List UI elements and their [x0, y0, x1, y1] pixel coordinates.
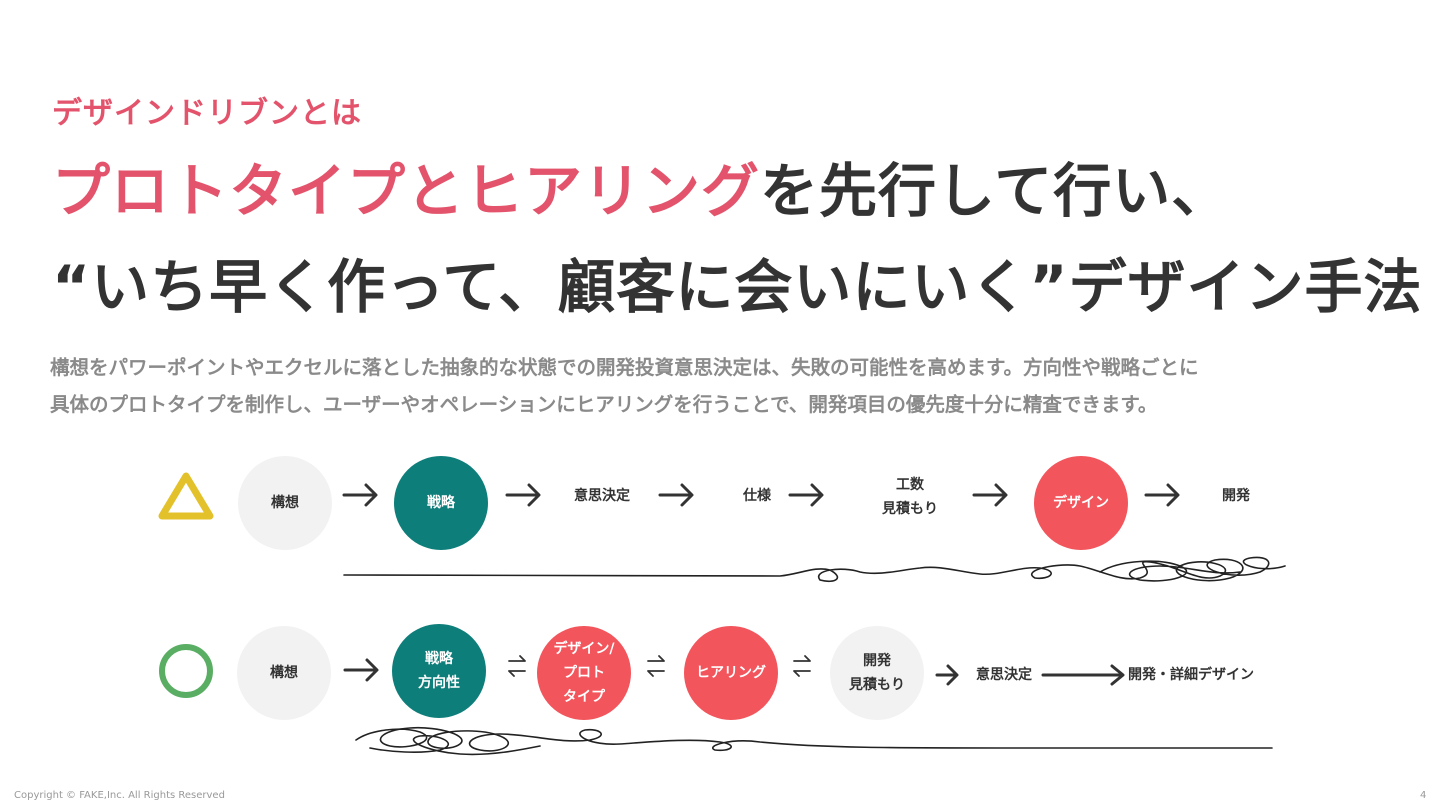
swap-arrows-icon [508, 655, 526, 677]
arrow-right-icon [505, 483, 541, 507]
headline-line-1-rest: を先行して行い、 [760, 157, 1231, 225]
squiggle-line-good [355, 726, 1273, 756]
step-circle: 戦略 方向性 [392, 624, 486, 718]
arrow-right-icon [343, 658, 379, 682]
arrow-right-icon [1144, 483, 1180, 507]
step-circle: 構想 [238, 456, 332, 550]
long-arrow-icon [1041, 664, 1125, 686]
copyright-text: Copyright © FAKE,Inc. All Rights Reserve… [14, 790, 225, 801]
headline-line-1: プロトタイプとヒアリングを先行して行い、 [52, 162, 1402, 220]
page-number: 4 [1420, 790, 1427, 801]
swap-arrows-icon [647, 655, 665, 677]
step-label: 意思決定 [574, 488, 630, 504]
step-circle: 開発 見積もり [830, 626, 924, 720]
step-circle: ヒアリング [684, 626, 778, 720]
triangle-icon [158, 472, 214, 520]
arrow-right-icon [935, 664, 959, 686]
section-kicker: デザインドリブンとは [52, 96, 362, 131]
description-line-1: 構想をパワーポイントやエクセルに落とした抽象的な状態での開発投資意思決定は、失敗… [50, 356, 1199, 379]
step-label: 意思決定 [976, 667, 1032, 683]
step-label: 開発 [1222, 488, 1250, 504]
arrow-right-icon [658, 483, 694, 507]
arrow-right-icon [342, 483, 378, 507]
squiggle-line-bad [343, 556, 1286, 583]
description-line-2: 具体のプロトタイプを制作し、ユーザーやオペレーションにヒアリングを行うことで、開… [50, 393, 1158, 416]
circle-icon [159, 644, 213, 698]
arrow-right-icon [972, 483, 1008, 507]
swap-arrows-icon [793, 655, 811, 677]
step-label: 仕様 [743, 488, 771, 504]
step-circle: 構想 [237, 626, 331, 720]
headline-highlight: プロトタイプとヒアリング [52, 157, 761, 225]
step-circle: デザイン/ プロト タイプ [537, 626, 631, 720]
step-label: 工数 見積もり [882, 477, 938, 517]
headline-line-2: “いち早く作って、顧客に会いにいく”デザイン手法 [52, 253, 1423, 321]
step-circle: デザイン [1034, 456, 1128, 550]
step-label: 開発・詳細デザイン [1128, 667, 1254, 683]
step-circle: 戦略 [394, 456, 488, 550]
description: 構想をパワーポイントやエクセルに落とした抽象的な状態での開発投資意思決定は、失敗… [50, 349, 1390, 423]
